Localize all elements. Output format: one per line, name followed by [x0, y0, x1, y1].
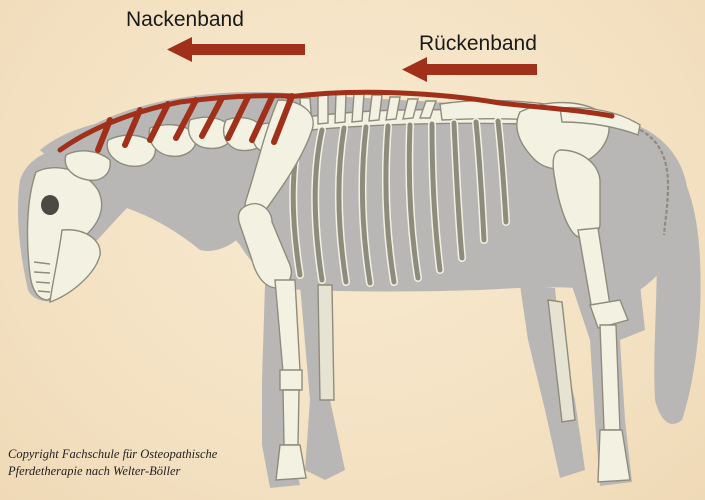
- copyright-line-2: Pferdetherapie nach Welter-Böller: [8, 464, 180, 479]
- rueckenband-arrow: [402, 57, 537, 82]
- nackenband-arrow: [167, 37, 305, 62]
- nackenband-label: Nackenband: [126, 8, 244, 32]
- carpus: [280, 370, 302, 390]
- copyright-line-1: Copyright Fachschule für Osteopathische: [8, 447, 217, 462]
- silhouette-tail: [644, 140, 701, 424]
- cannon-bone-fore: [283, 390, 299, 445]
- rueckenband-label: Rückenband: [419, 32, 537, 56]
- cannon-bone-hind: [600, 325, 620, 430]
- far-fore-cannon: [318, 285, 334, 400]
- fore-hoof: [276, 445, 306, 480]
- skull-orbit: [41, 195, 59, 215]
